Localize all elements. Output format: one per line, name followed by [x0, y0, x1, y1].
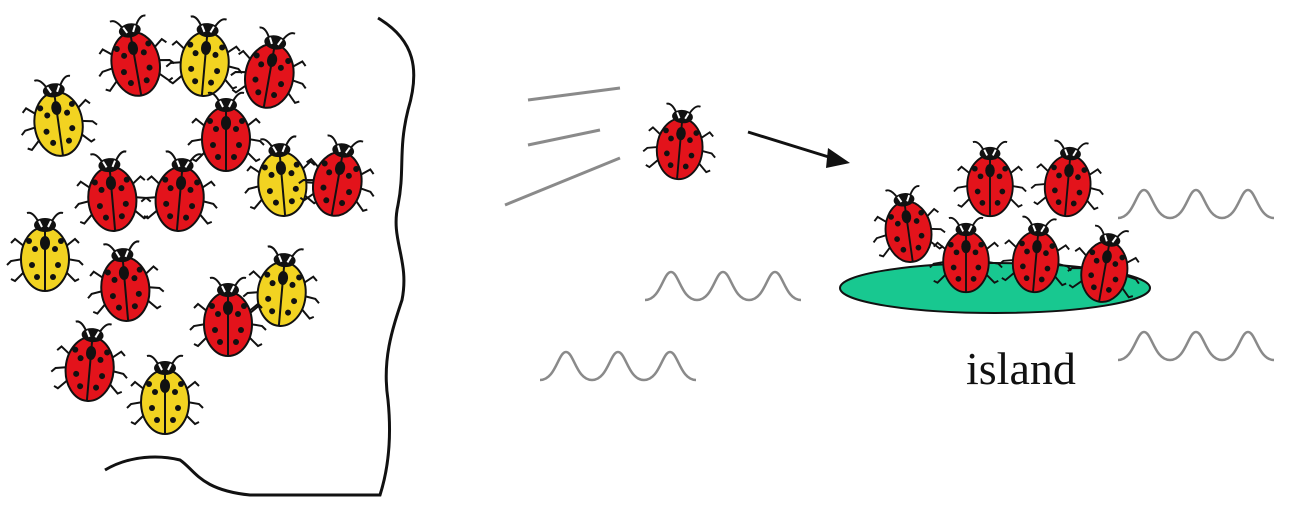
ladybug-icon [190, 278, 266, 356]
island-group [840, 139, 1150, 313]
ladybug-icon [240, 135, 323, 220]
wind-line [528, 130, 600, 145]
ladybug-icon [127, 356, 203, 434]
ladybug-icon [49, 320, 132, 405]
ladybug-icon [70, 150, 153, 235]
wind-lines-icon [505, 88, 850, 205]
ladybug-icon [83, 240, 166, 325]
mainland-group [7, 12, 414, 495]
wind-line [505, 158, 620, 205]
ladybug-icon [7, 213, 83, 291]
ladybug-icon [294, 132, 382, 222]
migrant-ladybug-icon [641, 102, 719, 182]
island-label: island [966, 346, 1076, 392]
ladybug-icon [90, 12, 178, 102]
ladybug-icon [188, 93, 264, 171]
wave-icon [645, 272, 801, 300]
wind-line [528, 88, 620, 100]
ladybug-icon [164, 15, 247, 100]
wave-icon [540, 352, 696, 380]
wave-icon [1118, 190, 1274, 218]
ladybug-icon [241, 245, 324, 330]
ladybug-icon [14, 73, 100, 161]
ladybug-icon [867, 183, 949, 267]
wave-icon [1118, 332, 1274, 360]
arrow-icon [748, 132, 850, 168]
ladybug-icon [954, 142, 1026, 216]
ladybug-icon [1029, 139, 1107, 219]
